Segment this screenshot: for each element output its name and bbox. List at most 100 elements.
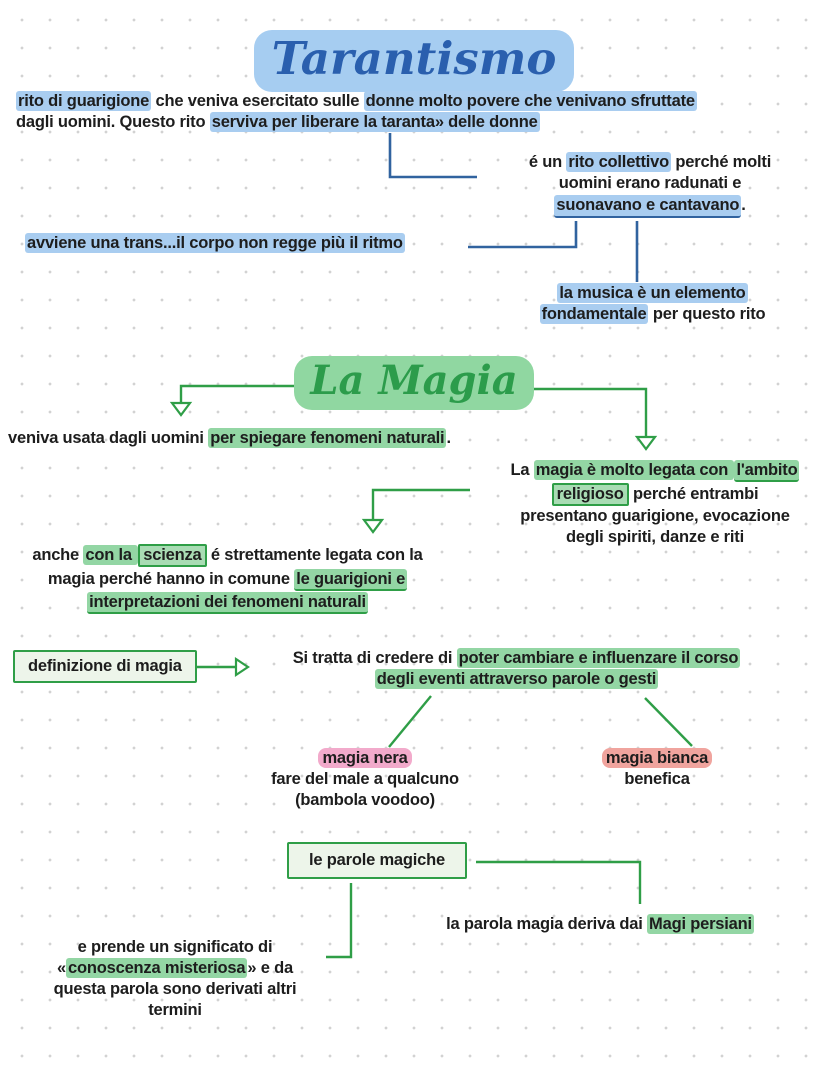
derivazione-line-1: la parola magia deriva dai Magi persiani — [400, 914, 800, 935]
connector-parole-to-derivazione — [476, 860, 642, 904]
significato-line-3: questa parola sono derivati altri — [25, 979, 325, 1000]
segment: le guarigioni e — [294, 569, 408, 591]
segment: magia nera — [318, 748, 412, 768]
segment: . — [741, 196, 746, 214]
definizione-box-label: definizione di magia — [28, 657, 182, 675]
scienza-line-3: interpretazioni dei fenomeni naturali — [0, 590, 455, 614]
significato-line-1: e prende un significato di — [25, 937, 325, 958]
segment: la parola magia deriva dai — [446, 915, 648, 933]
scienza-boxed-word: scienza — [138, 544, 207, 567]
definizione-line-2: degli eventi attraverso parole o gesti — [244, 669, 789, 690]
segment: la musica è un elemento — [557, 283, 748, 303]
intro-line-2: dagli uomini. Questo rito serviva per li… — [16, 112, 816, 133]
trans-line-1: avviene una trans...il corpo non regge p… — [25, 233, 405, 254]
tarantismo-title-highlight: Tarantismo — [253, 30, 575, 92]
segment: serviva per liberare la taranta» delle d… — [209, 112, 540, 132]
rito-collettivo-block: é un rito collettivo perché molti uomini… — [495, 152, 805, 218]
musica-block: la musica è un elemento fondamentale per… — [500, 283, 805, 325]
segment: per questo rito — [648, 305, 766, 323]
definizione-line-1: Si tratta di credere di poter cambiare e… — [244, 648, 789, 669]
segment: e prende un significato di — [77, 938, 273, 956]
segment: anche — [32, 546, 84, 564]
connector-religioso-to-scienza — [371, 488, 470, 520]
segment: . — [446, 429, 451, 447]
connector-to-magia-nera — [388, 695, 432, 748]
segment: magia perché hanno in comune — [47, 570, 295, 588]
segment: magia è molto legata con — [533, 460, 735, 480]
magia-nera-line-1: magia nera — [245, 748, 485, 769]
religioso-block: La magia è molto legata con l'ambito rel… — [470, 460, 828, 548]
parole-magiche-box-label: le parole magiche — [309, 851, 445, 869]
segment: interpretazioni dei fenomeni naturali — [87, 592, 368, 614]
tarantismo-title: Tarantismo — [0, 30, 828, 92]
religioso-boxed-word: religioso — [551, 483, 629, 506]
magia-bianca-block: magia bianca benefica — [557, 748, 757, 790]
rito-line-2: uomini erano radunati e — [495, 173, 805, 194]
musica-line-1: la musica è un elemento — [500, 283, 805, 304]
segment: per spiegare fenomeni naturali — [208, 428, 447, 448]
segment: Si tratta di credere di — [292, 649, 457, 667]
religioso-line-2: religioso perché entrambi — [470, 481, 828, 506]
trans-block: avviene una trans...il corpo non regge p… — [25, 233, 405, 254]
segment: Magi persiani — [647, 914, 754, 934]
intro-line-1: rito di guarigione che veniva esercitato… — [16, 91, 816, 112]
segment: presentano guarigione, evocazione — [520, 507, 790, 525]
definizione-block: Si tratta di credere di poter cambiare e… — [244, 648, 789, 690]
segment: dagli uomini. Questo rito — [16, 113, 210, 131]
segment: veniva usata dagli uomini — [8, 429, 209, 447]
segment: donne molto povere che venivano sfruttat… — [363, 91, 697, 111]
magia-nera-line-2: fare del male a qualcuno — [245, 769, 485, 790]
magia-nera-line-3: (bambola voodoo) — [245, 790, 485, 811]
magia-bianca-line-2: benefica — [557, 769, 757, 790]
segment: magia bianca — [601, 748, 713, 768]
segment: conoscenza misteriosa — [66, 958, 248, 978]
segment: uomini erano radunati e — [558, 174, 742, 192]
segment: poter cambiare e influenzare il corso — [456, 648, 741, 668]
segment: é strettamente legata con la — [206, 546, 423, 564]
segment: degli eventi attraverso parole o gesti — [374, 669, 659, 689]
religioso-line-4: degli spiriti, danze e riti — [470, 527, 828, 548]
parole-magiche-box: le parole magiche — [287, 842, 467, 879]
connector-intro-to-rito-collettivo — [388, 133, 477, 179]
rito-line-1: é un rito collettivo perché molti — [495, 152, 805, 173]
connector-to-magia-bianca — [644, 697, 693, 747]
arrowhead-down-scienza-icon — [361, 518, 385, 534]
scienza-block: anche con la scienza é strettamente lega… — [0, 544, 455, 614]
fenomeni-line-1: veniva usata dagli uomini per spiegare f… — [8, 428, 451, 449]
segment: perché entrambi — [628, 485, 759, 503]
scienza-line-2: magia perché hanno in comune le guarigio… — [0, 567, 455, 591]
definizione-box: definizione di magia — [13, 650, 197, 683]
significato-line-4: termini — [25, 1000, 325, 1021]
arrowhead-down-right-icon — [634, 435, 658, 451]
rito-line-3: suonavano e cantavano. — [495, 194, 805, 218]
segment: rito di guarigione — [16, 91, 152, 111]
significato-block: e prende un significato di «conoscenza m… — [25, 937, 325, 1021]
segment: fare del male a qualcuno — [271, 770, 459, 788]
segment: » e da — [247, 959, 293, 977]
connector-rito-to-trans — [468, 221, 578, 249]
segment: degli spiriti, danze e riti — [566, 528, 744, 546]
religioso-line-3: presentano guarigione, evocazione — [470, 506, 828, 527]
segment: (bambola voodoo) — [295, 791, 435, 809]
segment: benefica — [624, 770, 690, 788]
significato-line-2: «conoscenza misteriosa» e da — [25, 958, 325, 979]
segment: termini — [148, 1001, 202, 1019]
segment: avviene una trans...il corpo non regge p… — [25, 233, 405, 253]
magia-title-highlight: La Magia — [294, 356, 534, 410]
intro-paragraph: rito di guarigione che veniva esercitato… — [16, 91, 816, 133]
magia-title: La Magia — [0, 356, 828, 410]
segment: é un — [528, 153, 567, 171]
segment: suonavano e cantavano — [554, 195, 742, 218]
religioso-line-1: La magia è molto legata con l'ambito — [470, 460, 828, 482]
fenomeni-block: veniva usata dagli uomini per spiegare f… — [8, 428, 451, 449]
segment: La — [510, 461, 534, 479]
magia-nera-block: magia nera fare del male a qualcuno (bam… — [245, 748, 485, 811]
segment: perché molti — [671, 153, 772, 171]
segment: che veniva esercitato sulle — [151, 92, 364, 110]
segment: questa parola sono derivati altri — [53, 980, 297, 998]
connector-parole-to-significato — [326, 883, 353, 959]
segment: l'ambito — [734, 460, 800, 482]
segment: « — [57, 959, 67, 977]
magia-bianca-line-1: magia bianca — [557, 748, 757, 769]
